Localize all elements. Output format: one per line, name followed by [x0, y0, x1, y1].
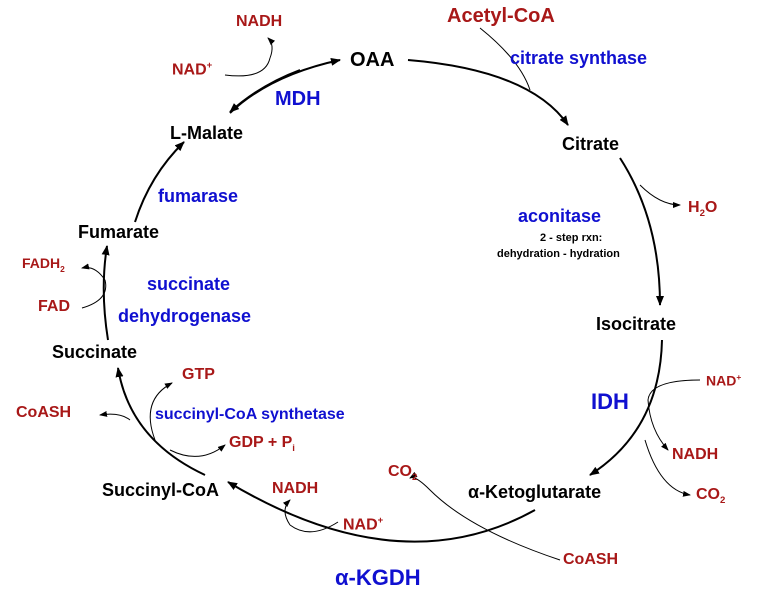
kg-nadh-label: NADH — [272, 480, 319, 497]
idh-label: IDH — [591, 389, 629, 414]
kg-nad-label: NAD+ — [343, 515, 384, 534]
fumarase-label: fumarase — [158, 186, 239, 206]
fumarate-label: Fumarate — [78, 222, 160, 242]
side-arrow-fadh2 — [81, 263, 106, 281]
mdh-label: MDH — [275, 88, 321, 110]
idh-nadh-label: NADH — [672, 446, 719, 463]
arrow-isocitrate-akg — [589, 339, 663, 476]
side-arrow-kg-coash — [409, 471, 561, 561]
succinyl-coa-synthetase-label: succinyl-CoA synthetase — [155, 406, 345, 423]
arrow-citrate-isocitrate — [619, 157, 664, 306]
arrow-mdh-reverse — [229, 69, 301, 113]
kg-co2-label: CO2 — [388, 463, 418, 484]
aconitase-label: aconitase — [518, 206, 602, 226]
alpha-kgdh-label: α-KGDH — [335, 565, 421, 590]
gtp-label: GTP — [182, 366, 215, 383]
sdh-label-line1: succinate — [147, 274, 231, 294]
acetyl-coa-label: Acetyl-CoA — [447, 5, 555, 27]
malate-label: L-Malate — [170, 123, 244, 143]
arrow-fumarate-malate — [134, 141, 185, 223]
kg-coash-label: CoASH — [563, 551, 619, 568]
side-arrow-idh-co2 — [644, 439, 691, 497]
citrate-label: Citrate — [562, 134, 620, 154]
side-arrow-mdh-nadh — [267, 37, 276, 59]
arrow-akg-succinylcoa — [227, 481, 536, 543]
side-arrow-idh-nad — [647, 379, 701, 401]
fadh2-label: FADH2 — [22, 255, 65, 274]
idh-nad-label: NAD+ — [706, 372, 742, 389]
idh-co2-label: CO2 — [696, 486, 726, 507]
oaa-label: OAA — [350, 49, 395, 71]
h2o-label: H2O — [688, 199, 718, 220]
side-arrow-h2o — [639, 184, 681, 208]
side-arrow-coash — [99, 410, 131, 421]
side-arrow-mdh-nad — [224, 57, 271, 77]
aconitase-note-2: dehydration - hydration — [497, 248, 620, 260]
side-arrow-kg-nadh — [282, 499, 291, 526]
alpha-ketoglutarate-label: α-Ketoglutarate — [468, 482, 602, 502]
aconitase-note-1: 2 - step rxn: — [540, 232, 603, 244]
side-arrow-kg-nad — [289, 521, 339, 533]
gdp-pi-label: GDP + Pi — [229, 434, 295, 455]
succinate-label: Succinate — [52, 342, 138, 362]
arrow-succinylcoa-succinate — [115, 367, 206, 476]
fad-label: FAD — [38, 298, 70, 315]
side-arrow-acetylcoa — [479, 27, 531, 91]
side-arrow-gtp — [149, 382, 173, 441]
isocitrate-label: Isocitrate — [596, 314, 677, 334]
succinyl-coa-label: Succinyl-CoA — [102, 480, 220, 500]
arrow-succinate-fumarate — [101, 245, 110, 341]
mdh-nadh-label: NADH — [236, 13, 283, 30]
sdh-label-line2: dehydrogenase — [118, 306, 252, 326]
mdh-nad-label: NAD+ — [172, 60, 213, 79]
side-arrow-idh-nadh — [647, 399, 669, 451]
scs-coash-label: CoASH — [16, 404, 72, 421]
side-arrow-fad — [81, 279, 107, 309]
citrate-synthase-label: citrate synthase — [510, 48, 648, 68]
side-arrow-gdp — [169, 444, 226, 457]
arrow-oaa-citrate — [407, 59, 569, 126]
